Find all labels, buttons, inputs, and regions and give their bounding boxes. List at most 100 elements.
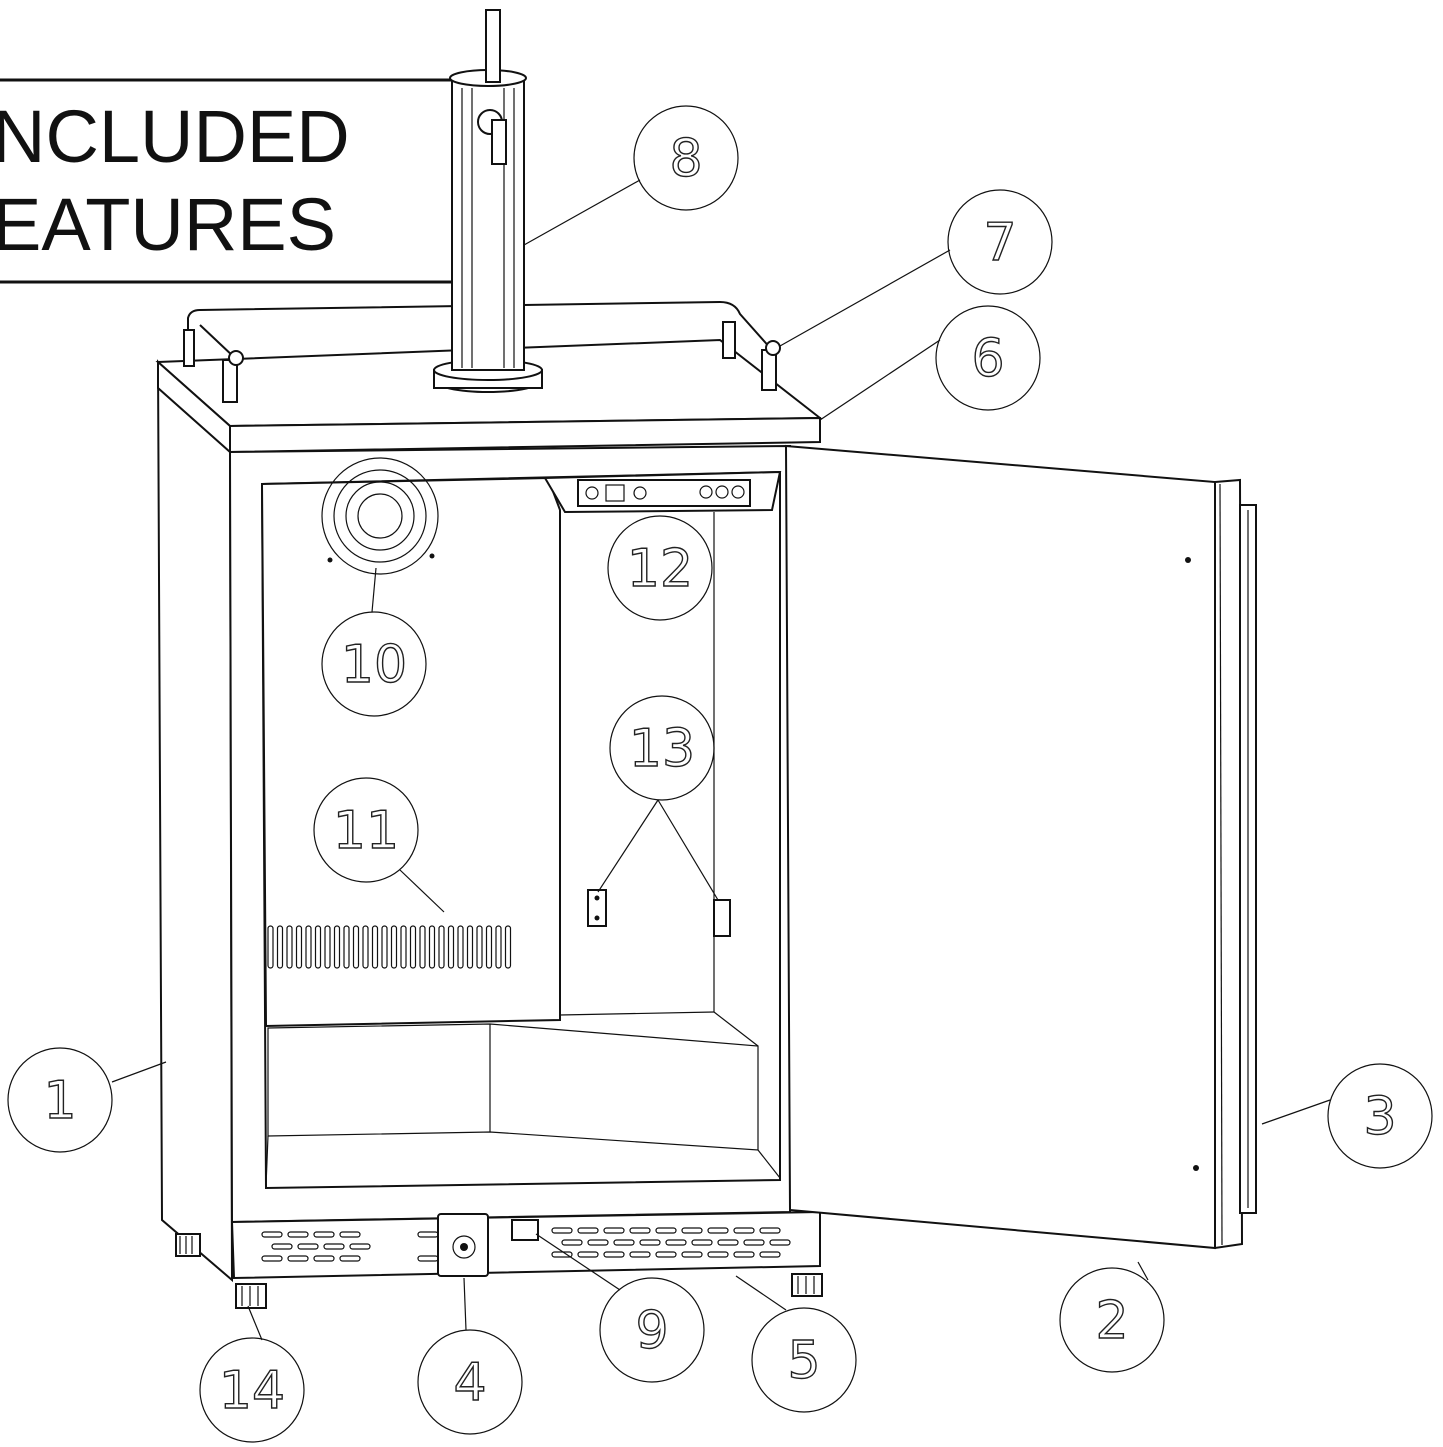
callout-label: 10 [341, 635, 407, 695]
callout-label: 8 [669, 129, 702, 189]
grille-slot [561, 1239, 583, 1246]
vent-slot [267, 925, 274, 969]
vent-slot [295, 925, 303, 969]
vent-slot [495, 925, 502, 969]
door-handle [1239, 504, 1257, 1214]
grille-slot [551, 1227, 573, 1234]
vent-slot [409, 925, 417, 969]
grille-slot [587, 1239, 609, 1246]
grille-slot [639, 1239, 661, 1246]
vent-slot [286, 925, 293, 969]
callout-label: 7 [983, 213, 1016, 273]
callout-1: 1 [7, 1047, 113, 1153]
callout-4: 4 [417, 1329, 523, 1435]
vent-slot [371, 925, 379, 969]
grille-slot [717, 1239, 739, 1246]
door [784, 444, 1244, 1250]
callout-13: 13 [609, 695, 715, 801]
grille-slot [603, 1251, 625, 1258]
vent-slot [400, 925, 407, 969]
compressor-cover [260, 457, 561, 1028]
callout-5: 5 [751, 1307, 857, 1413]
shelf-brackets [559, 512, 759, 1047]
title-box: NCLUDED EATURES [0, 78, 470, 284]
grille-slot [629, 1227, 651, 1234]
vent-slot [362, 925, 369, 969]
grille-slot [743, 1239, 765, 1246]
grille-slot [759, 1227, 781, 1234]
callout-label: 13 [629, 719, 695, 779]
vent-slot [419, 925, 426, 969]
title-line-2: EATURES [0, 183, 336, 266]
vent-slot [314, 925, 322, 969]
fan-guard [321, 457, 439, 575]
vent-slot [324, 925, 331, 969]
grille-slot [313, 1231, 335, 1238]
door-switch [511, 1219, 539, 1241]
grille-slot [287, 1255, 309, 1262]
grille-slot [339, 1255, 361, 1262]
vent-slot [485, 925, 493, 969]
callout-label: 12 [627, 539, 693, 599]
leveling-legs [175, 1233, 823, 1309]
grille-slot [261, 1231, 283, 1238]
grille-slot [733, 1251, 755, 1258]
grille-slot [655, 1227, 677, 1234]
grille-slot [655, 1251, 677, 1258]
vent-slot [504, 925, 512, 969]
callout-11: 11 [313, 777, 419, 883]
vent-slot [276, 925, 284, 969]
callout-label: 6 [971, 329, 1004, 389]
grille-slot [707, 1251, 729, 1258]
grille-slot [681, 1251, 703, 1258]
callout-6: 6 [935, 305, 1041, 411]
vent-slot [428, 925, 436, 969]
grille-slot [349, 1243, 371, 1250]
grille-slot [733, 1227, 755, 1234]
base-grille [230, 1210, 821, 1280]
callout-label: 2 [1095, 1291, 1128, 1351]
grille-slot [261, 1255, 283, 1262]
grille-slot [603, 1227, 625, 1234]
vent-slot [457, 925, 464, 969]
grille-slot [287, 1231, 309, 1238]
grille-slot [271, 1243, 293, 1250]
grille-slots [261, 1227, 791, 1262]
callout-7: 7 [947, 189, 1053, 295]
vent-slot [333, 925, 341, 969]
grille-slot [681, 1227, 703, 1234]
callout-3: 3 [1327, 1063, 1433, 1169]
leader-lines [111, 179, 1331, 1341]
grille-slot [759, 1251, 781, 1258]
callout-10: 10 [321, 611, 427, 717]
grille-slot [313, 1255, 335, 1262]
vent-slot [390, 925, 398, 969]
callout-14: 14 [199, 1337, 305, 1443]
callout-9: 9 [599, 1277, 705, 1383]
ventilation-slots [267, 925, 512, 969]
vent-slot [343, 925, 350, 969]
callout-label: 14 [219, 1361, 285, 1421]
callout-8: 8 [633, 105, 739, 211]
control-panel [543, 470, 782, 514]
grille-slot [691, 1239, 713, 1246]
grille-slot [769, 1239, 791, 1246]
callout-label: 11 [333, 801, 399, 861]
callout-label: 9 [635, 1301, 668, 1361]
callout-label: 3 [1363, 1087, 1396, 1147]
grille-slot [577, 1227, 599, 1234]
vent-slot [438, 925, 445, 969]
callout-label: 4 [453, 1353, 486, 1413]
grille-slot [577, 1251, 599, 1258]
callout-12: 12 [607, 515, 713, 621]
vent-slot [476, 925, 483, 969]
grille-slot [629, 1251, 651, 1258]
callout-label: 1 [43, 1071, 76, 1131]
title-line-1: NCLUDED [0, 95, 350, 178]
grille-slot [297, 1243, 319, 1250]
grille-slot [707, 1227, 729, 1234]
callout-2: 2 [1059, 1267, 1165, 1373]
beer-tower [433, 9, 543, 393]
grille-slot [323, 1243, 345, 1250]
